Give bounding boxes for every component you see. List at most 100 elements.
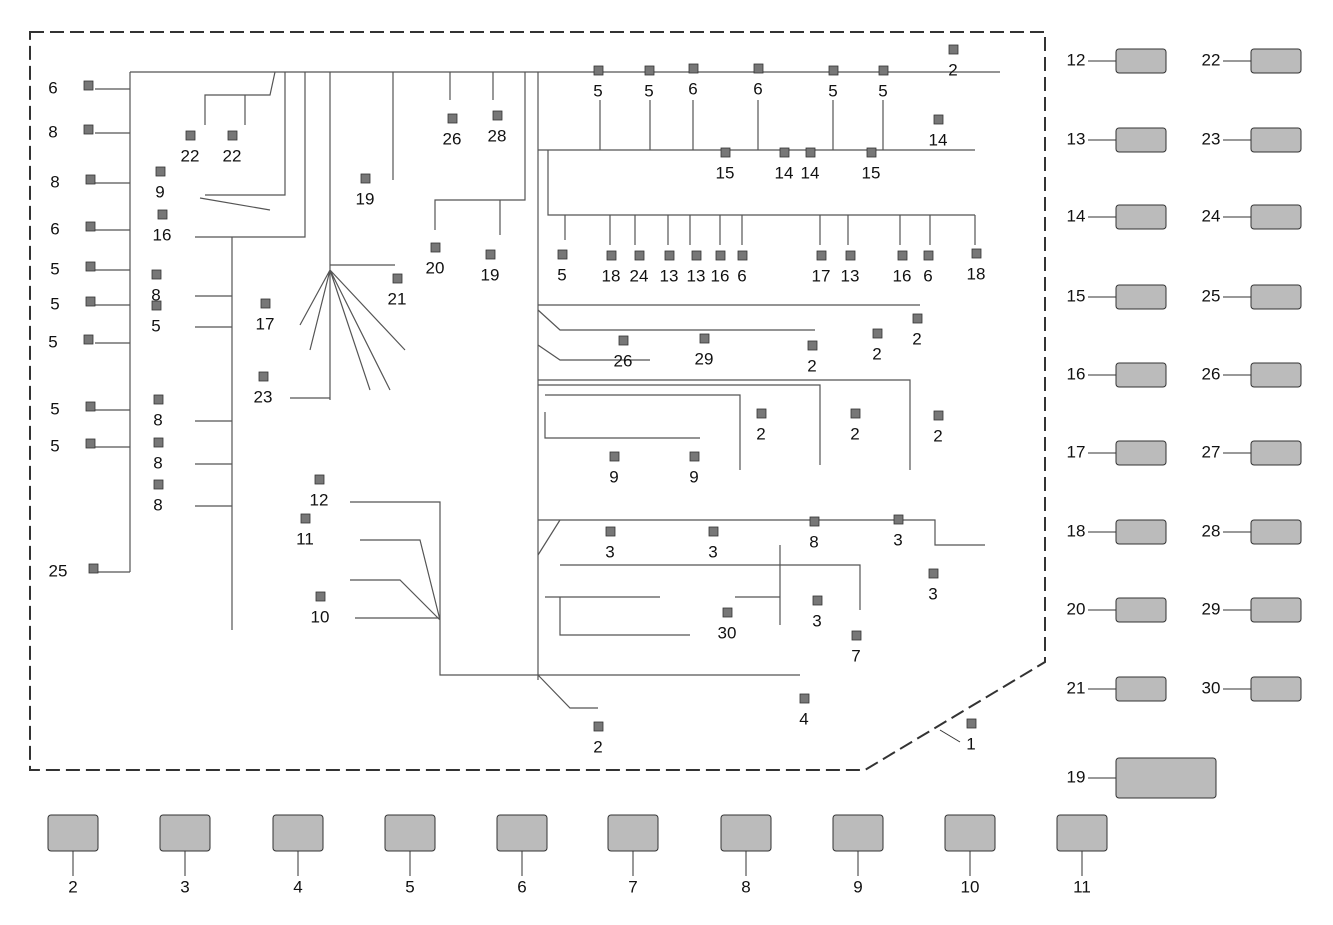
part-illustration (1250, 284, 1302, 310)
part-illustration (607, 814, 659, 852)
connector-symbol (83, 334, 94, 345)
connector-symbol (708, 526, 719, 537)
connector-symbol (756, 408, 767, 419)
connector-symbol (737, 250, 748, 261)
connector-symbol (593, 65, 604, 76)
connector-symbol (933, 410, 944, 421)
callout-label: 5 (50, 259, 59, 278)
part-illustration (1250, 676, 1302, 702)
callout-label: 20 (426, 258, 445, 277)
callout-label: 26 (1202, 364, 1221, 383)
part-illustration (1115, 676, 1167, 702)
callout-label: 5 (48, 332, 57, 351)
callout-label: 23 (254, 387, 273, 406)
connector-symbol (644, 65, 655, 76)
connector-symbol (430, 242, 441, 253)
connector-symbol (872, 328, 883, 339)
callout-label: 16 (893, 266, 912, 285)
callout-label: 5 (50, 436, 59, 455)
connector-symbol (83, 124, 94, 135)
callout-label: 5 (644, 81, 653, 100)
connector-symbol (893, 514, 904, 525)
callout-label: 21 (388, 289, 407, 308)
connector-symbol (447, 113, 458, 124)
connector-symbol (85, 221, 96, 232)
connector-symbol (699, 333, 710, 344)
callout-label: 8 (153, 410, 162, 429)
connector-symbol (83, 80, 94, 91)
part-illustration (1250, 597, 1302, 623)
callout-label: 17 (1067, 442, 1086, 461)
part-illustration (1250, 362, 1302, 388)
part-illustration (384, 814, 436, 852)
callout-label: 9 (853, 877, 862, 896)
callout-label: 29 (1202, 599, 1221, 618)
connector-symbol (85, 438, 96, 449)
connector-symbol (816, 250, 827, 261)
connector-symbol (605, 526, 616, 537)
connector-symbol (258, 371, 269, 382)
callout-label: 23 (1202, 129, 1221, 148)
connector-symbol (807, 340, 818, 351)
callout-label: 25 (49, 561, 68, 580)
callout-label: 21 (1067, 678, 1086, 697)
connector-symbol (933, 114, 944, 125)
callout-label: 5 (50, 294, 59, 313)
callout-label: 27 (1202, 442, 1221, 461)
callout-label: 19 (1067, 767, 1086, 786)
callout-label: 13 (660, 266, 679, 285)
connector-symbol (971, 248, 982, 259)
callout-label: 14 (929, 130, 948, 149)
connector-symbol (260, 298, 271, 309)
callout-label: 2 (593, 737, 602, 756)
callout-label: 14 (801, 163, 820, 182)
part-illustration (272, 814, 324, 852)
part-illustration (1250, 48, 1302, 74)
connector-symbol (691, 250, 702, 261)
connector-symbol (392, 273, 403, 284)
callout-label: 13 (841, 266, 860, 285)
callout-label: 14 (1067, 206, 1086, 225)
callout-label: 18 (1067, 521, 1086, 540)
connector-symbol (557, 249, 568, 260)
callout-label: 15 (862, 163, 881, 182)
connector-symbol (151, 300, 162, 311)
callout-label: 5 (151, 316, 160, 335)
part-illustration (1115, 127, 1167, 153)
connector-symbol (85, 401, 96, 412)
callout-label: 4 (293, 877, 302, 896)
connector-symbol (722, 607, 733, 618)
callout-label: 29 (695, 349, 714, 368)
callout-label: 22 (223, 146, 242, 165)
callout-label: 8 (809, 532, 818, 551)
callout-label: 25 (1202, 286, 1221, 305)
callout-label: 20 (1067, 599, 1086, 618)
callout-label: 4 (799, 709, 808, 728)
callout-label: 2 (850, 424, 859, 443)
connector-symbol (912, 313, 923, 324)
callout-label: 1 (966, 734, 975, 753)
callout-label: 6 (48, 78, 57, 97)
connector-symbol (153, 479, 164, 490)
connector-symbol (227, 130, 238, 141)
harness-boundary (29, 31, 1046, 771)
callout-label: 18 (967, 264, 986, 283)
callout-label: 24 (1202, 206, 1221, 225)
callout-label: 19 (356, 189, 375, 208)
callout-label: 5 (50, 399, 59, 418)
part-illustration (1115, 440, 1167, 466)
part-illustration (1115, 48, 1167, 74)
connector-symbol (753, 63, 764, 74)
callout-label: 8 (151, 285, 160, 304)
connector-symbol (866, 147, 877, 158)
connector-symbol (928, 568, 939, 579)
callout-label: 7 (851, 646, 860, 665)
callout-label: 19 (481, 265, 500, 284)
part-illustration (1115, 597, 1167, 623)
connector-symbol (850, 408, 861, 419)
callout-label: 3 (180, 877, 189, 896)
connector-symbol (300, 513, 311, 524)
callout-label: 8 (153, 453, 162, 472)
connector-symbol (314, 474, 325, 485)
callout-label: 2 (68, 877, 77, 896)
